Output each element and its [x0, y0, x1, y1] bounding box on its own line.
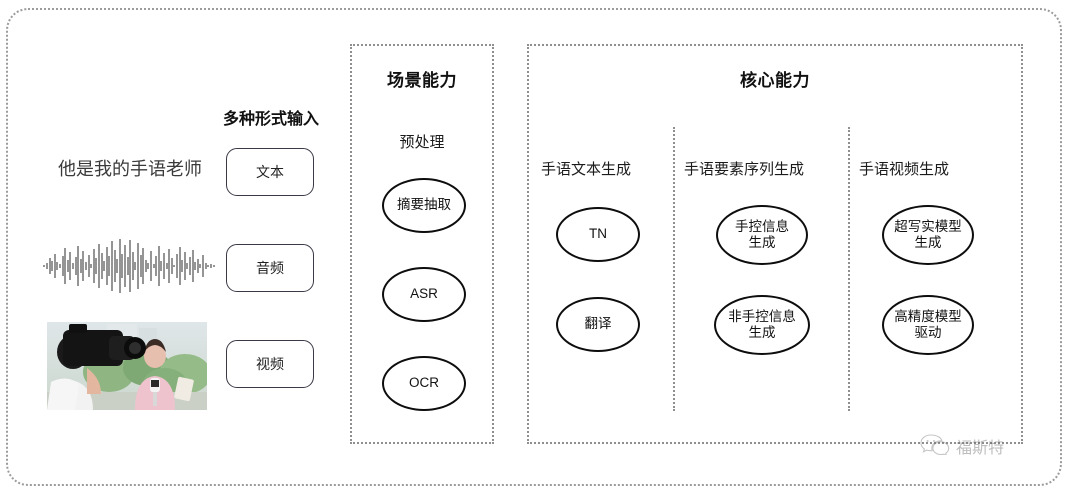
node-tn-label: TN — [589, 226, 607, 242]
node-summary-extraction-label: 摘要抽取 — [397, 197, 451, 213]
node-summary-extraction[interactable]: 摘要抽取 — [382, 178, 466, 233]
node-ocr-label: OCR — [409, 375, 439, 391]
node-asr[interactable]: ASR — [382, 267, 466, 322]
audio-waveform — [42, 236, 218, 296]
input-section-heading: 多种形式输入 — [222, 111, 319, 128]
scene-capability-panel — [350, 44, 494, 444]
node-high-precision-model-driving-line2: 驱动 — [914, 325, 942, 340]
watermark: 福斯特 — [920, 432, 1004, 460]
node-translation-label: 翻译 — [584, 316, 612, 332]
node-photorealistic-model-generation-line2: 生成 — [914, 235, 942, 250]
node-non-manual-signal-generation-line1: 非手控信息 — [728, 308, 796, 324]
core-column-label-sign-video-generation: 手语视频生成 — [859, 161, 950, 178]
node-high-precision-model-driving-line1: 高精度模型 — [894, 308, 962, 324]
node-non-manual-signal-generation[interactable]: 非手控信息 生成 — [714, 295, 810, 355]
node-manual-signal-generation[interactable]: 手控信息 生成 — [716, 205, 808, 265]
input-chip-video[interactable]: 视频 — [226, 340, 314, 388]
node-translation[interactable]: 翻译 — [556, 297, 640, 352]
preprocess-group-label: 预处理 — [399, 134, 445, 151]
node-manual-signal-generation-line2: 生成 — [748, 235, 776, 250]
scene-capability-title: 场景能力 — [387, 71, 457, 90]
node-non-manual-signal-generation-line2: 生成 — [748, 325, 776, 340]
outer-frame — [6, 8, 1062, 486]
input-chip-text[interactable]: 文本 — [226, 148, 314, 196]
node-high-precision-model-driving[interactable]: 高精度模型 驱动 — [882, 295, 974, 355]
core-column-divider-2 — [848, 127, 850, 411]
video-thumbnail — [47, 322, 207, 410]
core-column-label-sign-text-generation: 手语文本生成 — [541, 161, 632, 178]
wechat-icon — [920, 433, 950, 460]
core-capability-panel — [527, 44, 1023, 444]
core-column-divider-1 — [673, 127, 675, 411]
core-capability-title: 核心能力 — [740, 71, 810, 90]
node-tn[interactable]: TN — [556, 207, 640, 262]
node-ocr[interactable]: OCR — [382, 356, 466, 411]
node-photorealistic-model-generation[interactable]: 超写实模型 生成 — [882, 205, 974, 265]
watermark-text: 福斯特 — [956, 440, 1005, 457]
input-chip-audio[interactable]: 音频 — [226, 244, 314, 292]
sample-input-text: 他是我的手语老师 — [58, 159, 202, 179]
node-manual-signal-generation-line1: 手控信息 — [735, 218, 789, 234]
node-asr-label: ASR — [410, 286, 438, 302]
node-photorealistic-model-generation-line1: 超写实模型 — [894, 218, 962, 234]
core-column-label-sign-element-sequence-generation: 手语要素序列生成 — [684, 161, 805, 178]
